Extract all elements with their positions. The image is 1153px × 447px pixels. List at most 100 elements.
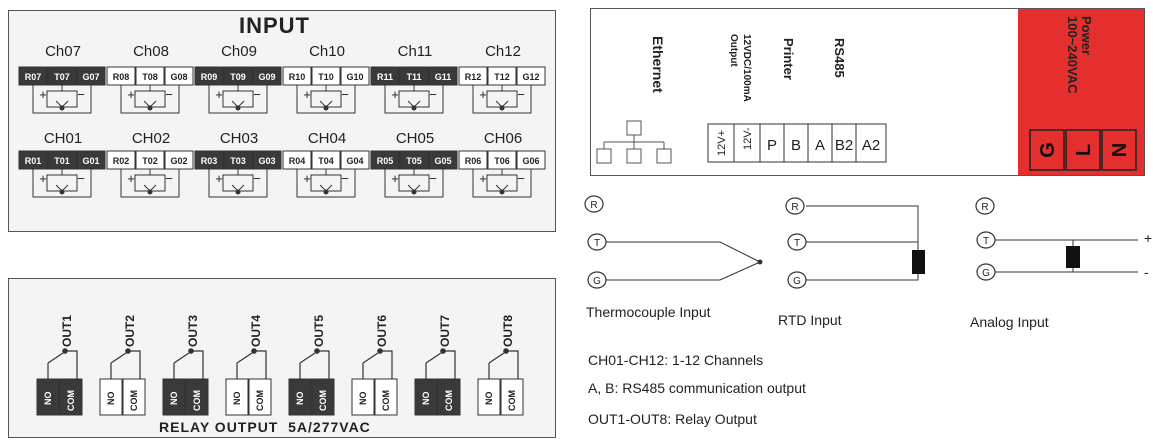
- terminal-label-g10: G10: [346, 72, 363, 82]
- comm-terminal-label-b2: B2: [835, 137, 853, 154]
- plus-sign: +: [215, 171, 223, 186]
- relay-terminal-no: [225, 378, 249, 416]
- comm-terminal-p: [759, 123, 785, 163]
- channel-label-ch03: CH03: [220, 130, 258, 147]
- relay-terminal-label-no: NO: [358, 392, 368, 406]
- plus-sign: +: [127, 87, 135, 102]
- terminal-label-t11: T11: [406, 72, 421, 82]
- thermocouple-junction: [757, 259, 763, 265]
- node-label-t: T: [794, 238, 800, 249]
- terminal-label-t02: T02: [142, 156, 158, 166]
- sensor-symbol: [384, 85, 444, 114]
- minus-sign: −: [517, 171, 525, 186]
- sensor-symbol: [296, 169, 356, 198]
- terminal-label-g08: G08: [170, 72, 187, 82]
- input-title: INPUT: [239, 13, 310, 38]
- relay-terminal-no: [351, 378, 375, 416]
- note-channels: CH01-CH12: 1-12 Channels: [588, 352, 764, 368]
- plus-sign: +: [39, 171, 47, 186]
- node-label-g: G: [593, 276, 601, 287]
- terminal-label-r11: R11: [377, 72, 393, 82]
- minus-sign: −: [253, 171, 261, 186]
- minus-sign: −: [253, 87, 261, 102]
- relay-terminal-label-no: NO: [169, 392, 179, 406]
- minus-sign: −: [77, 87, 85, 102]
- node-r: [975, 197, 995, 215]
- relay-label-out3: OUT3: [186, 315, 200, 347]
- node-label-t: T: [594, 238, 600, 249]
- power-terminal-label-n: N: [1109, 143, 1131, 157]
- relay-terminal-no: [99, 378, 123, 416]
- comm-terminal-12vminus: [733, 123, 761, 163]
- relay-terminal-com: [59, 378, 83, 416]
- node-label-r: R: [791, 202, 798, 213]
- relay-title: RELAY OUTPUT 5A/277VAC: [159, 419, 371, 435]
- rtd-wires: [806, 205, 919, 281]
- terminal-label-t06: T06: [494, 156, 510, 166]
- minus-sign: −: [517, 87, 525, 102]
- terminal-label-r07: R07: [25, 72, 42, 82]
- relay-terminal-label-no: NO: [421, 392, 431, 406]
- relay-terminal-com: [122, 378, 146, 416]
- terminal-label-r06: R06: [465, 156, 482, 166]
- comm-terminal-label-b: B: [791, 137, 801, 154]
- comm-terminal-label-0: 12V+: [716, 130, 728, 156]
- comm-terminal-label-1: 12V-: [742, 127, 754, 150]
- terminal-label-t10: T10: [318, 72, 334, 82]
- terminal-label-g05: G05: [434, 156, 451, 166]
- terminal-label-g06: G06: [522, 156, 539, 166]
- terminal-label-t03: T03: [230, 156, 246, 166]
- comm-terminal-b2: [831, 123, 857, 163]
- power-terminal-label-g: G: [1037, 142, 1059, 158]
- relay-switch-symbol: [425, 348, 456, 379]
- channel-label-ch01: CH01: [44, 130, 82, 147]
- node-label-r: R: [590, 200, 597, 211]
- relay-label-out5: OUT5: [312, 315, 326, 347]
- terminal-label-g04: G04: [346, 156, 363, 166]
- sensor-symbol: [32, 85, 92, 114]
- relay-label-out2: OUT2: [123, 315, 137, 347]
- power-terminal-l: [1065, 129, 1101, 171]
- relay-terminal-label-no: NO: [106, 392, 116, 406]
- minus-sign: −: [341, 171, 349, 186]
- relay-switch-symbol: [488, 348, 519, 379]
- relay-terminal-com: [374, 378, 398, 416]
- sensor-symbol: [472, 169, 532, 198]
- sensor-symbol: [384, 169, 444, 198]
- relay-terminal-label-com: COM: [129, 390, 139, 411]
- relay-terminal-com: [311, 378, 335, 416]
- channel-label-ch07: Ch07: [45, 43, 81, 60]
- relay-terminal-label-no: NO: [484, 392, 494, 406]
- terminal-label-t05: T05: [406, 156, 422, 166]
- plus-sign: +: [303, 87, 311, 102]
- terminal-label-t04: T04: [318, 156, 334, 166]
- minus-sign: −: [77, 171, 85, 186]
- sensor-symbol: [296, 85, 356, 114]
- relay-terminal-label-no: NO: [43, 392, 53, 406]
- terminal-label-r01: R01: [25, 156, 42, 166]
- terminal-label-g01: G01: [82, 156, 99, 166]
- terminal-label-t12: T12: [494, 72, 510, 82]
- analog-resistor: [1066, 246, 1080, 268]
- terminal-label-g11: G11: [435, 72, 452, 82]
- analog-plus-label: +: [1144, 230, 1153, 246]
- terminal-label-r08: R08: [113, 72, 130, 82]
- plus-sign: +: [303, 171, 311, 186]
- channel-label-ch09: Ch09: [221, 43, 257, 60]
- relay-switch-symbol: [173, 348, 204, 379]
- channel-label-ch02: CH02: [132, 130, 170, 147]
- relay-terminal-label-com: COM: [444, 390, 454, 411]
- comm-terminal-label-p: P: [767, 137, 777, 154]
- relay-switch-symbol: [110, 348, 141, 379]
- relay-terminal-no: [36, 378, 60, 416]
- channel-label-ch10: Ch10: [309, 43, 345, 60]
- sensor-symbol: [120, 169, 180, 198]
- minus-sign: −: [165, 87, 173, 102]
- thermocouple-caption: Thermocouple Input: [586, 304, 711, 320]
- node-label-r: R: [981, 202, 988, 213]
- relay-terminal-com: [185, 378, 209, 416]
- sensor-symbol: [208, 169, 268, 198]
- minus-sign: −: [341, 87, 349, 102]
- analog-minus-label: -: [1144, 264, 1149, 280]
